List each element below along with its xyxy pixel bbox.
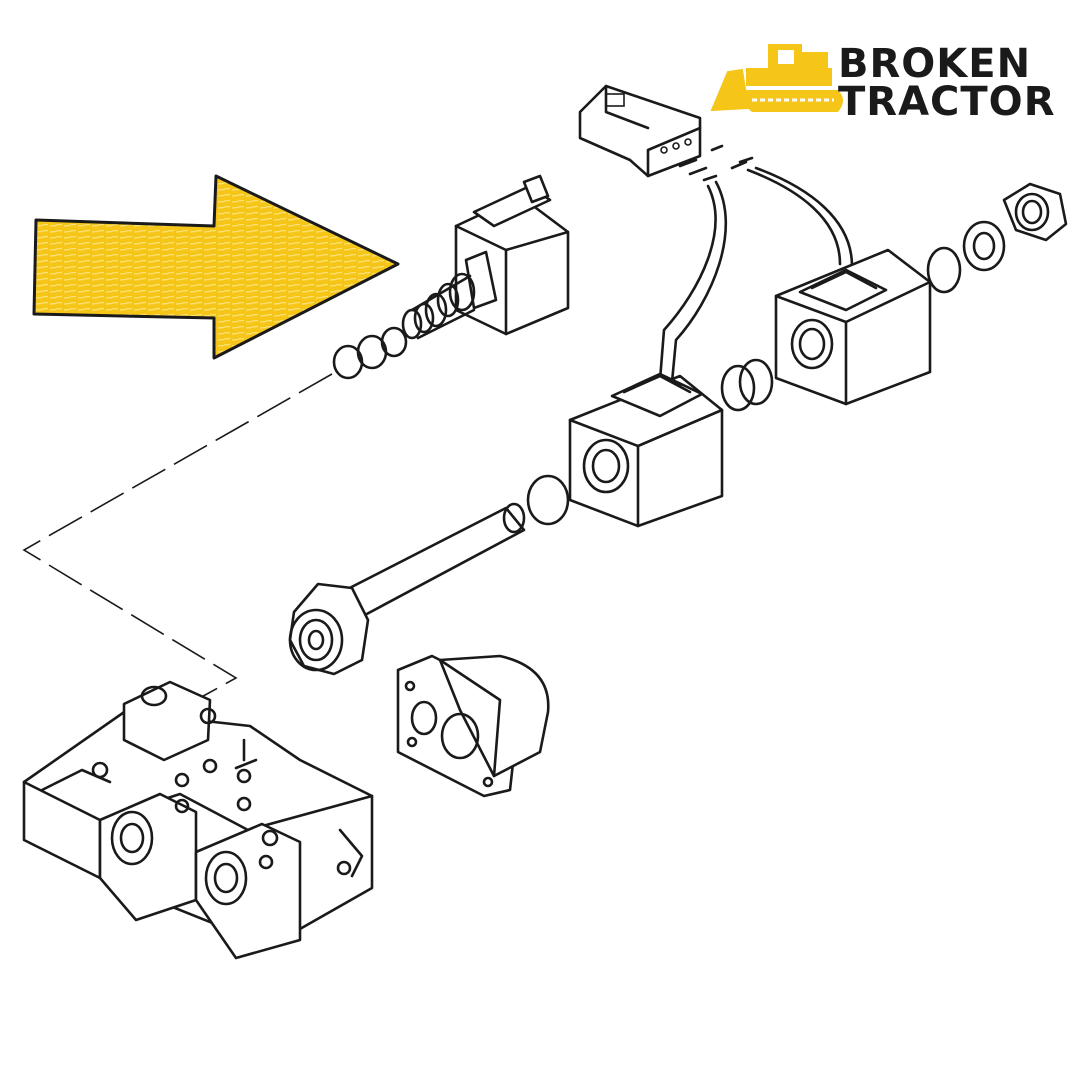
solenoid-coil-upper — [774, 248, 932, 406]
flange-cover — [396, 654, 550, 798]
valve-body-housing — [22, 680, 374, 960]
brand-name-line2: TRACTOR — [838, 79, 1056, 125]
highlight-arrow-icon — [32, 174, 400, 360]
bulldozer-icon — [710, 44, 843, 112]
hex-nut — [1002, 182, 1068, 242]
solenoid-valve-highlighted — [401, 174, 570, 340]
electrical-connector — [578, 84, 754, 182]
brand-name-line1: BROKEN — [838, 41, 1032, 87]
valve-spool-threads — [401, 272, 476, 340]
valve-cartridge — [288, 502, 526, 676]
coil-wires — [658, 166, 854, 384]
solenoid-coil-lower — [568, 372, 724, 528]
leader-line — [22, 373, 333, 701]
o-rings — [332, 220, 1006, 526]
